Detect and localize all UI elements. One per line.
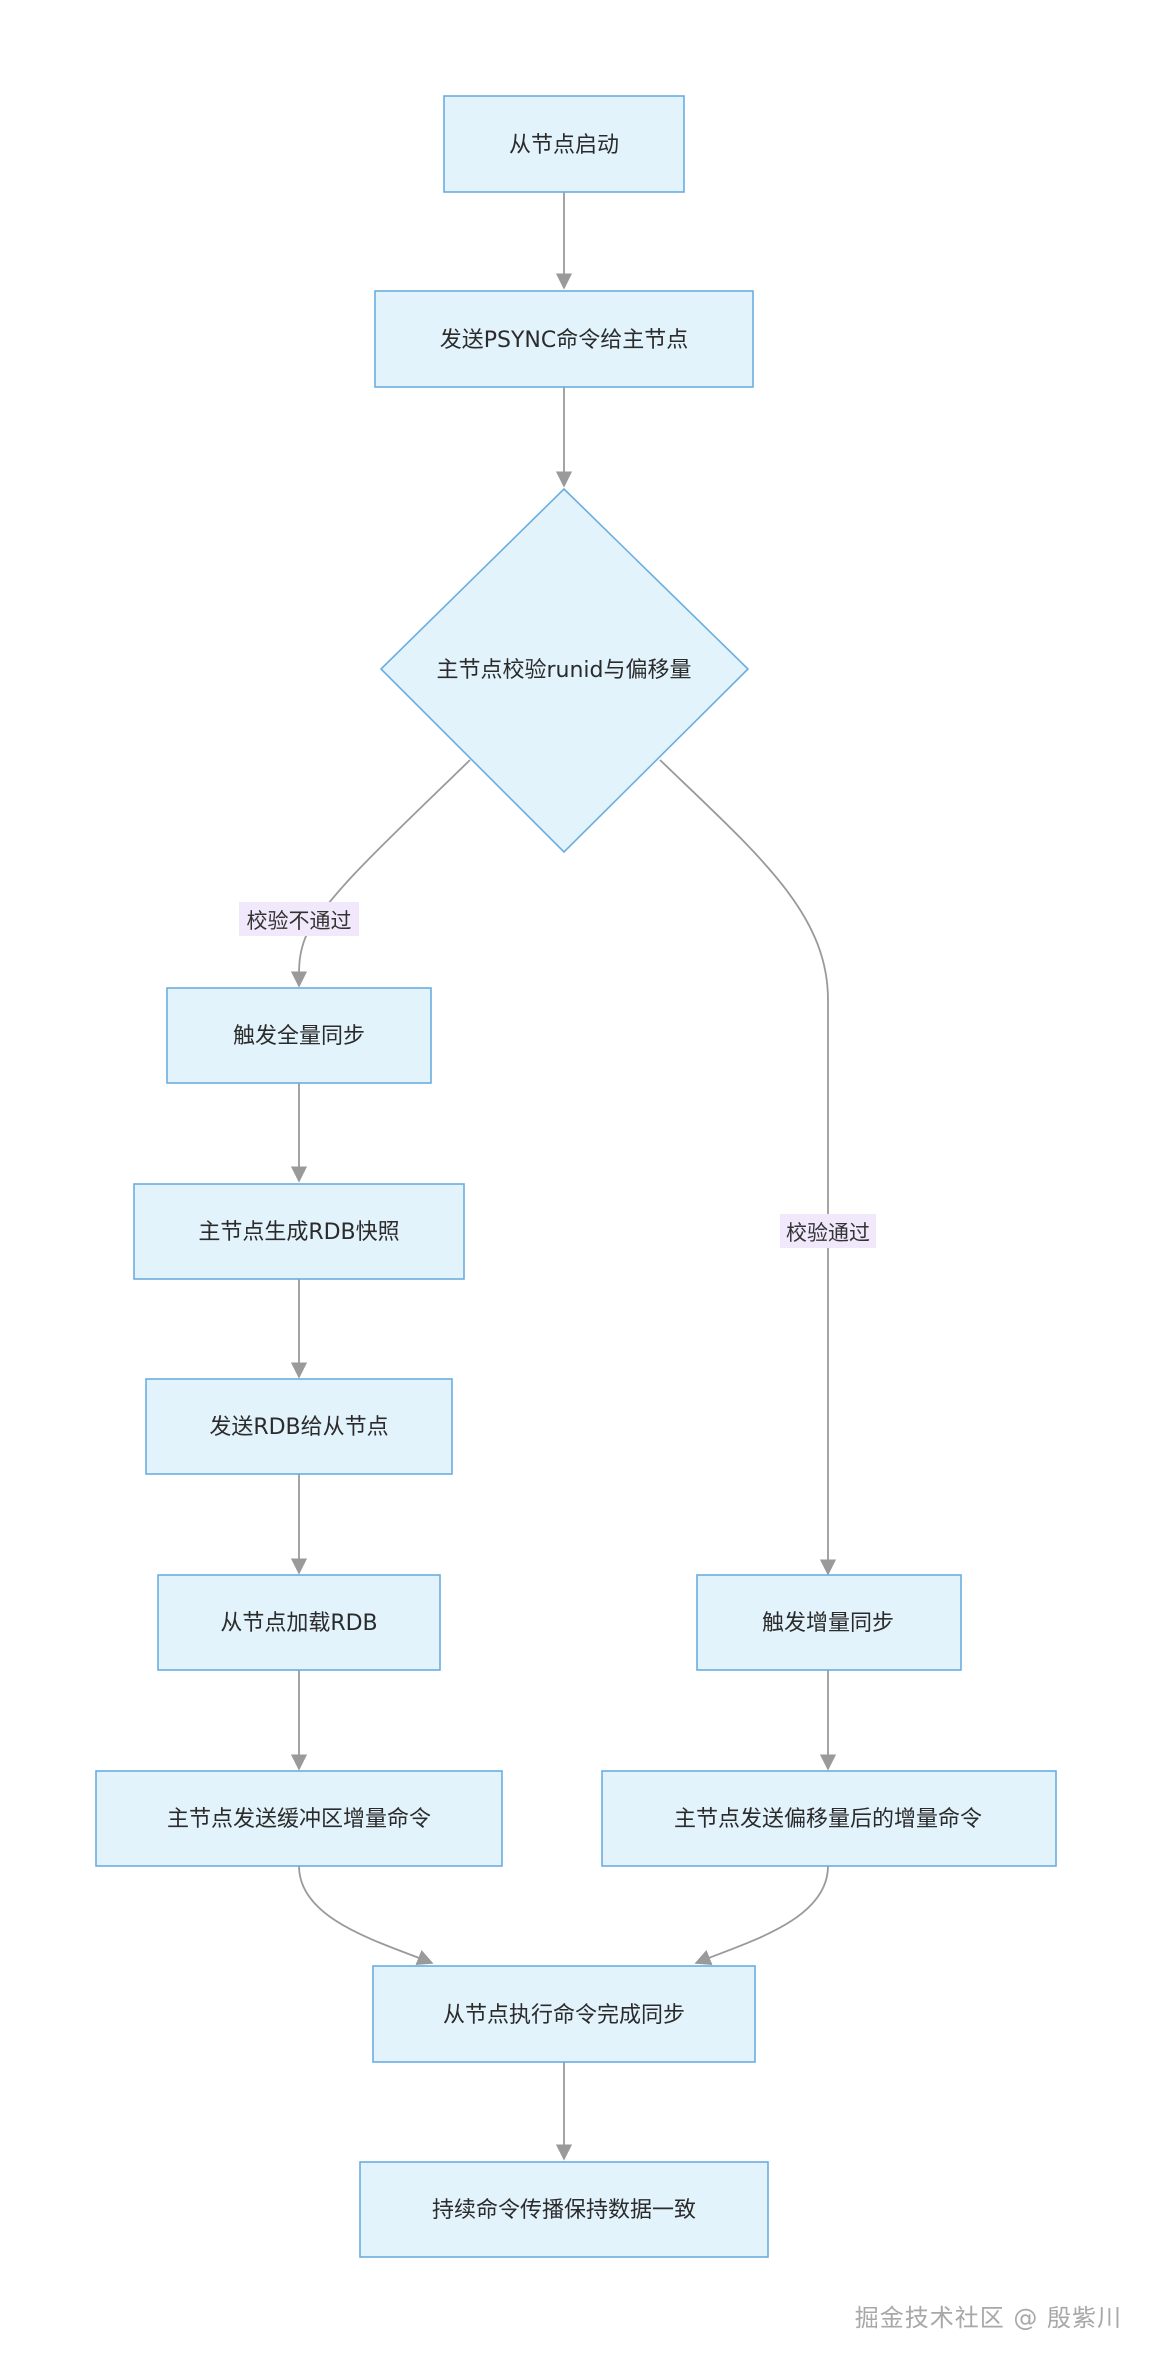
node-gen-rdb[interactable]: 主节点生成RDB快照 (133, 1183, 465, 1280)
edge-verify-to-full (290, 759, 471, 988)
edge-verify-to-partial (659, 759, 837, 1576)
node-send-buffer-label: 主节点发送缓冲区增量命令 (167, 1807, 431, 1832)
node-full-sync[interactable]: 触发全量同步 (166, 987, 432, 1084)
edge-buffer-to-exec (298, 1865, 434, 1966)
node-verify-label: 主节点校验runid与偏移量 (436, 658, 691, 683)
node-gen-rdb-label: 主节点生成RDB快照 (198, 1220, 399, 1245)
node-exec-sync[interactable]: 从节点执行命令完成同步 (372, 1965, 756, 2063)
node-partial-sync-label: 触发增量同步 (762, 1611, 894, 1636)
node-send-buffer[interactable]: 主节点发送缓冲区增量命令 (95, 1770, 503, 1867)
node-send-offset-label: 主节点发送偏移量后的增量命令 (674, 1807, 982, 1832)
edge-offset-to-exec (694, 1865, 829, 1966)
node-full-sync-label: 触发全量同步 (233, 1024, 365, 1049)
node-send-rdb-label: 发送RDB给从节点 (209, 1415, 388, 1440)
node-send-offset[interactable]: 主节点发送偏移量后的增量命令 (601, 1770, 1057, 1867)
node-send-psync[interactable]: 发送PSYNC命令给主节点 (374, 290, 754, 388)
edge-label-fail-text: 校验不通过 (247, 909, 352, 933)
node-slave-start-label: 从节点启动 (509, 133, 619, 158)
watermark: 掘金技术社区 @ 殷紫川 (854, 2304, 1122, 2332)
edge-label-pass-text: 校验通过 (786, 1221, 870, 1245)
node-propagate-label: 持续命令传播保持数据一致 (432, 2198, 696, 2223)
node-partial-sync[interactable]: 触发增量同步 (696, 1574, 962, 1671)
node-send-psync-label: 发送PSYNC命令给主节点 (440, 328, 689, 353)
edge-label-pass: 校验通过 (780, 1214, 876, 1248)
node-load-rdb-label: 从节点加载RDB (220, 1611, 377, 1636)
node-slave-start[interactable]: 从节点启动 (443, 95, 685, 193)
node-exec-sync-label: 从节点执行命令完成同步 (443, 2003, 685, 2028)
node-propagate[interactable]: 持续命令传播保持数据一致 (359, 2161, 769, 2258)
node-send-rdb[interactable]: 发送RDB给从节点 (145, 1378, 453, 1475)
node-verify-decision[interactable]: 主节点校验runid与偏移量 (379, 487, 750, 854)
edge-label-fail: 校验不通过 (239, 902, 359, 936)
node-load-rdb[interactable]: 从节点加载RDB (157, 1574, 441, 1671)
